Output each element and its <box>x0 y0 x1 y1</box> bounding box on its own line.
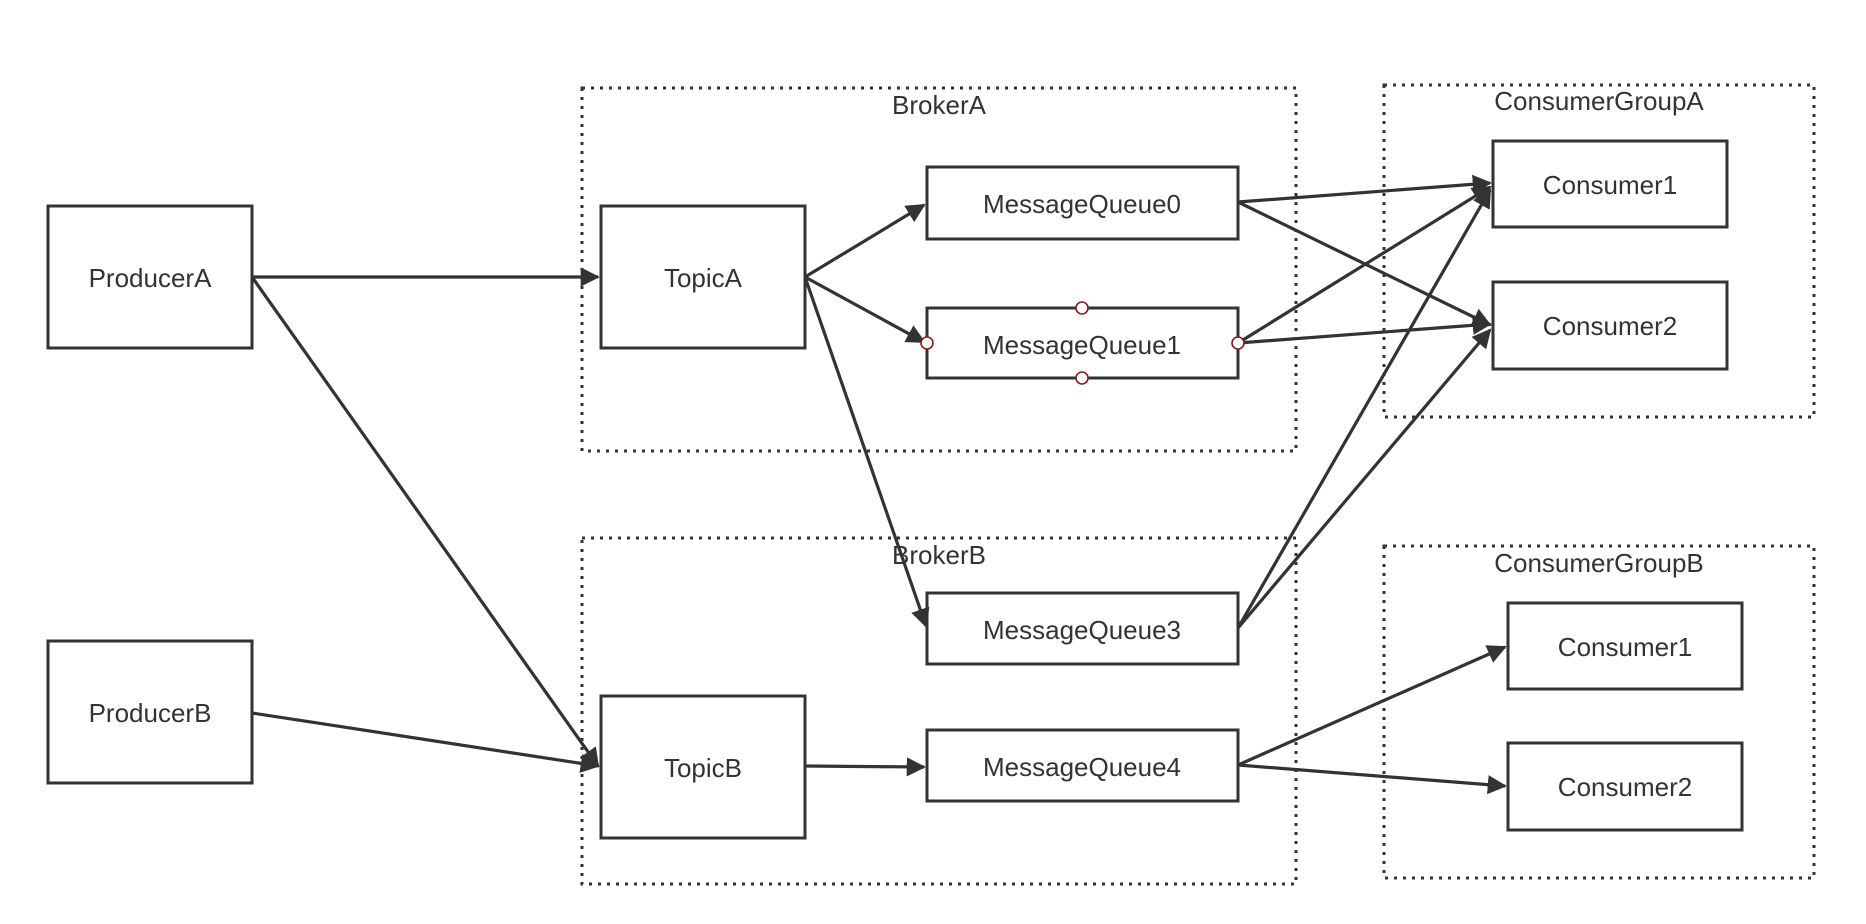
topic-a-label: TopicA <box>664 263 743 293</box>
cgb-consumer-1-label: Consumer1 <box>1558 632 1692 662</box>
cgb-consumer-2-node[interactable] <box>1506 741 1744 832</box>
edge-mq3-cga-consumer-2[interactable] <box>1236 328 1492 630</box>
message-queue-1-label: MessageQueue1 <box>983 330 1181 360</box>
consumer-group-b[interactable] <box>1382 544 1816 880</box>
edge-mq4-cgb-consumer-1[interactable] <box>1237 645 1507 767</box>
consumer-group-b-label: ConsumerGroupB <box>1494 548 1704 578</box>
producer-b-node[interactable] <box>46 639 254 785</box>
consumer-group-a[interactable] <box>1382 83 1816 419</box>
selection-handle-left[interactable] <box>920 336 934 350</box>
producer-a-label: ProducerA <box>89 263 212 293</box>
topic-b-node[interactable] <box>599 694 807 840</box>
edge-mq1-cga-consumer-1[interactable] <box>1237 185 1492 345</box>
message-queue-4-label: MessageQueue4 <box>983 752 1181 782</box>
broker-b-label: BrokerB <box>892 540 986 570</box>
cga-consumer-2-label: Consumer2 <box>1543 311 1677 341</box>
consumer-group-a-label: ConsumerGroupA <box>1494 86 1704 116</box>
selection-handle-bottom[interactable] <box>1075 371 1089 385</box>
message-queue-0-node[interactable] <box>925 165 1240 241</box>
broker-a-label: BrokerA <box>892 90 987 120</box>
message-queue-4-node[interactable] <box>925 728 1240 803</box>
edge-mq0-cga-consumer-1[interactable] <box>1237 174 1492 204</box>
edge-mq4-cgb-consumer-2[interactable] <box>1237 763 1507 795</box>
cgb-consumer-2-label: Consumer2 <box>1558 772 1692 802</box>
message-queue-3-label: MessageQueue3 <box>983 615 1181 645</box>
edge-topic-a-mq3[interactable] <box>803 276 930 628</box>
message-queue-0-label: MessageQueue0 <box>983 189 1181 219</box>
broker-b-group[interactable] <box>580 536 1298 886</box>
message-queue-3-node[interactable] <box>925 591 1240 666</box>
edge-topic-a-mq0[interactable] <box>804 203 926 279</box>
cga-consumer-1-label: Consumer1 <box>1543 170 1677 200</box>
cgb-consumer-1-node[interactable] <box>1506 601 1744 691</box>
topic-b-label: TopicB <box>664 753 742 783</box>
selection-handle-top[interactable] <box>1075 301 1089 315</box>
edge-producer-b-topic-b[interactable] <box>251 711 600 773</box>
edge-topic-b-mq4[interactable] <box>804 757 926 777</box>
producer-b-label: ProducerB <box>89 698 212 728</box>
edge-producer-a-topic-b[interactable] <box>250 276 600 768</box>
cga-consumer-1-node[interactable] <box>1491 139 1729 229</box>
topic-a-node[interactable] <box>599 204 807 350</box>
edge-mq3-cga-consumer-1[interactable] <box>1236 188 1492 629</box>
edge-mq1-cga-consumer-2[interactable] <box>1237 315 1492 345</box>
edge-topic-a-mq1[interactable] <box>804 275 926 344</box>
producer-a-node[interactable] <box>46 204 254 350</box>
selection-handle-right[interactable] <box>1231 336 1245 350</box>
cga-consumer-2-node[interactable] <box>1491 280 1729 371</box>
